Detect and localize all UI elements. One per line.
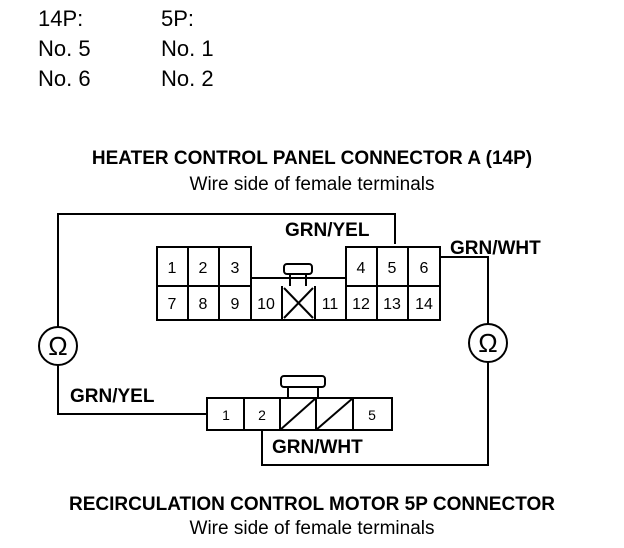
pin-number: 9 <box>231 296 240 313</box>
pin-number: 6 <box>420 260 429 277</box>
ohmmeter-left <box>38 326 78 366</box>
pin-table-cell: No. 6 <box>38 66 91 91</box>
connector-5p-lock-tab <box>280 375 326 398</box>
connector-14p-lock-tab <box>283 263 313 286</box>
pin-table-header-14p: 14P: <box>38 6 84 31</box>
pin-number: 8 <box>199 296 208 313</box>
pin-number: 2 <box>258 407 266 423</box>
ohm-icon: Ω <box>48 331 67 361</box>
pin-number: 5 <box>388 260 397 277</box>
wire-label-grn-wht-bottom: GRN/WHT <box>272 437 363 458</box>
pin-number: 10 <box>257 296 275 313</box>
pin-number: 14 <box>415 296 433 313</box>
connector-14p-title: HEATER CONTROL PANEL CONNECTOR A (14P) <box>91 148 533 169</box>
connector-14p-subtitle: Wire side of female terminals <box>189 174 435 195</box>
pin-number: 13 <box>383 296 401 313</box>
wire-grn-yel-left-lower <box>57 365 207 415</box>
ohmmeter-right <box>468 323 508 363</box>
connector-5p-body <box>206 397 393 431</box>
pin-number: 1 <box>222 407 230 423</box>
connector-5p-subtitle: Wire side of female terminals <box>189 518 435 539</box>
ohm-icon: Ω <box>478 328 497 358</box>
wire-label-grn-yel-left: GRN/YEL <box>70 386 155 407</box>
connector-5p-title: RECIRCULATION CONTROL MOTOR 5P CONNECTOR <box>69 494 555 515</box>
wire-grn-wht-right-lower <box>261 362 489 466</box>
wire-grn-wht <box>440 256 489 324</box>
pin-number: 12 <box>352 296 370 313</box>
pin-number: 11 <box>322 296 339 313</box>
pin-number: 3 <box>231 260 240 277</box>
pin-number: 1 <box>168 260 177 277</box>
pin-table-cell: No. 5 <box>38 36 91 61</box>
pin-number: 7 <box>168 296 177 313</box>
connector-14p-blank-pin <box>283 287 314 319</box>
pin-table-cell: No. 1 <box>161 36 214 61</box>
pin-number: 5 <box>368 407 376 423</box>
pin-table-col2: 5P: No. 1 No. 2 <box>161 4 214 94</box>
pin-table-header-5p: 5P: <box>161 6 195 31</box>
connector-14p-body <box>156 246 441 321</box>
pin-table-cell: No. 2 <box>161 66 214 91</box>
wire-label-grn-yel-top: GRN/YEL <box>285 220 370 241</box>
pin-table-col1: 14P: No. 5 No. 6 <box>38 4 91 94</box>
pin-number: 2 <box>199 260 208 277</box>
wire-grn-yel <box>57 213 396 327</box>
wire-label-grn-wht-top: GRN/WHT <box>450 238 541 259</box>
pin-number: 4 <box>357 260 366 277</box>
